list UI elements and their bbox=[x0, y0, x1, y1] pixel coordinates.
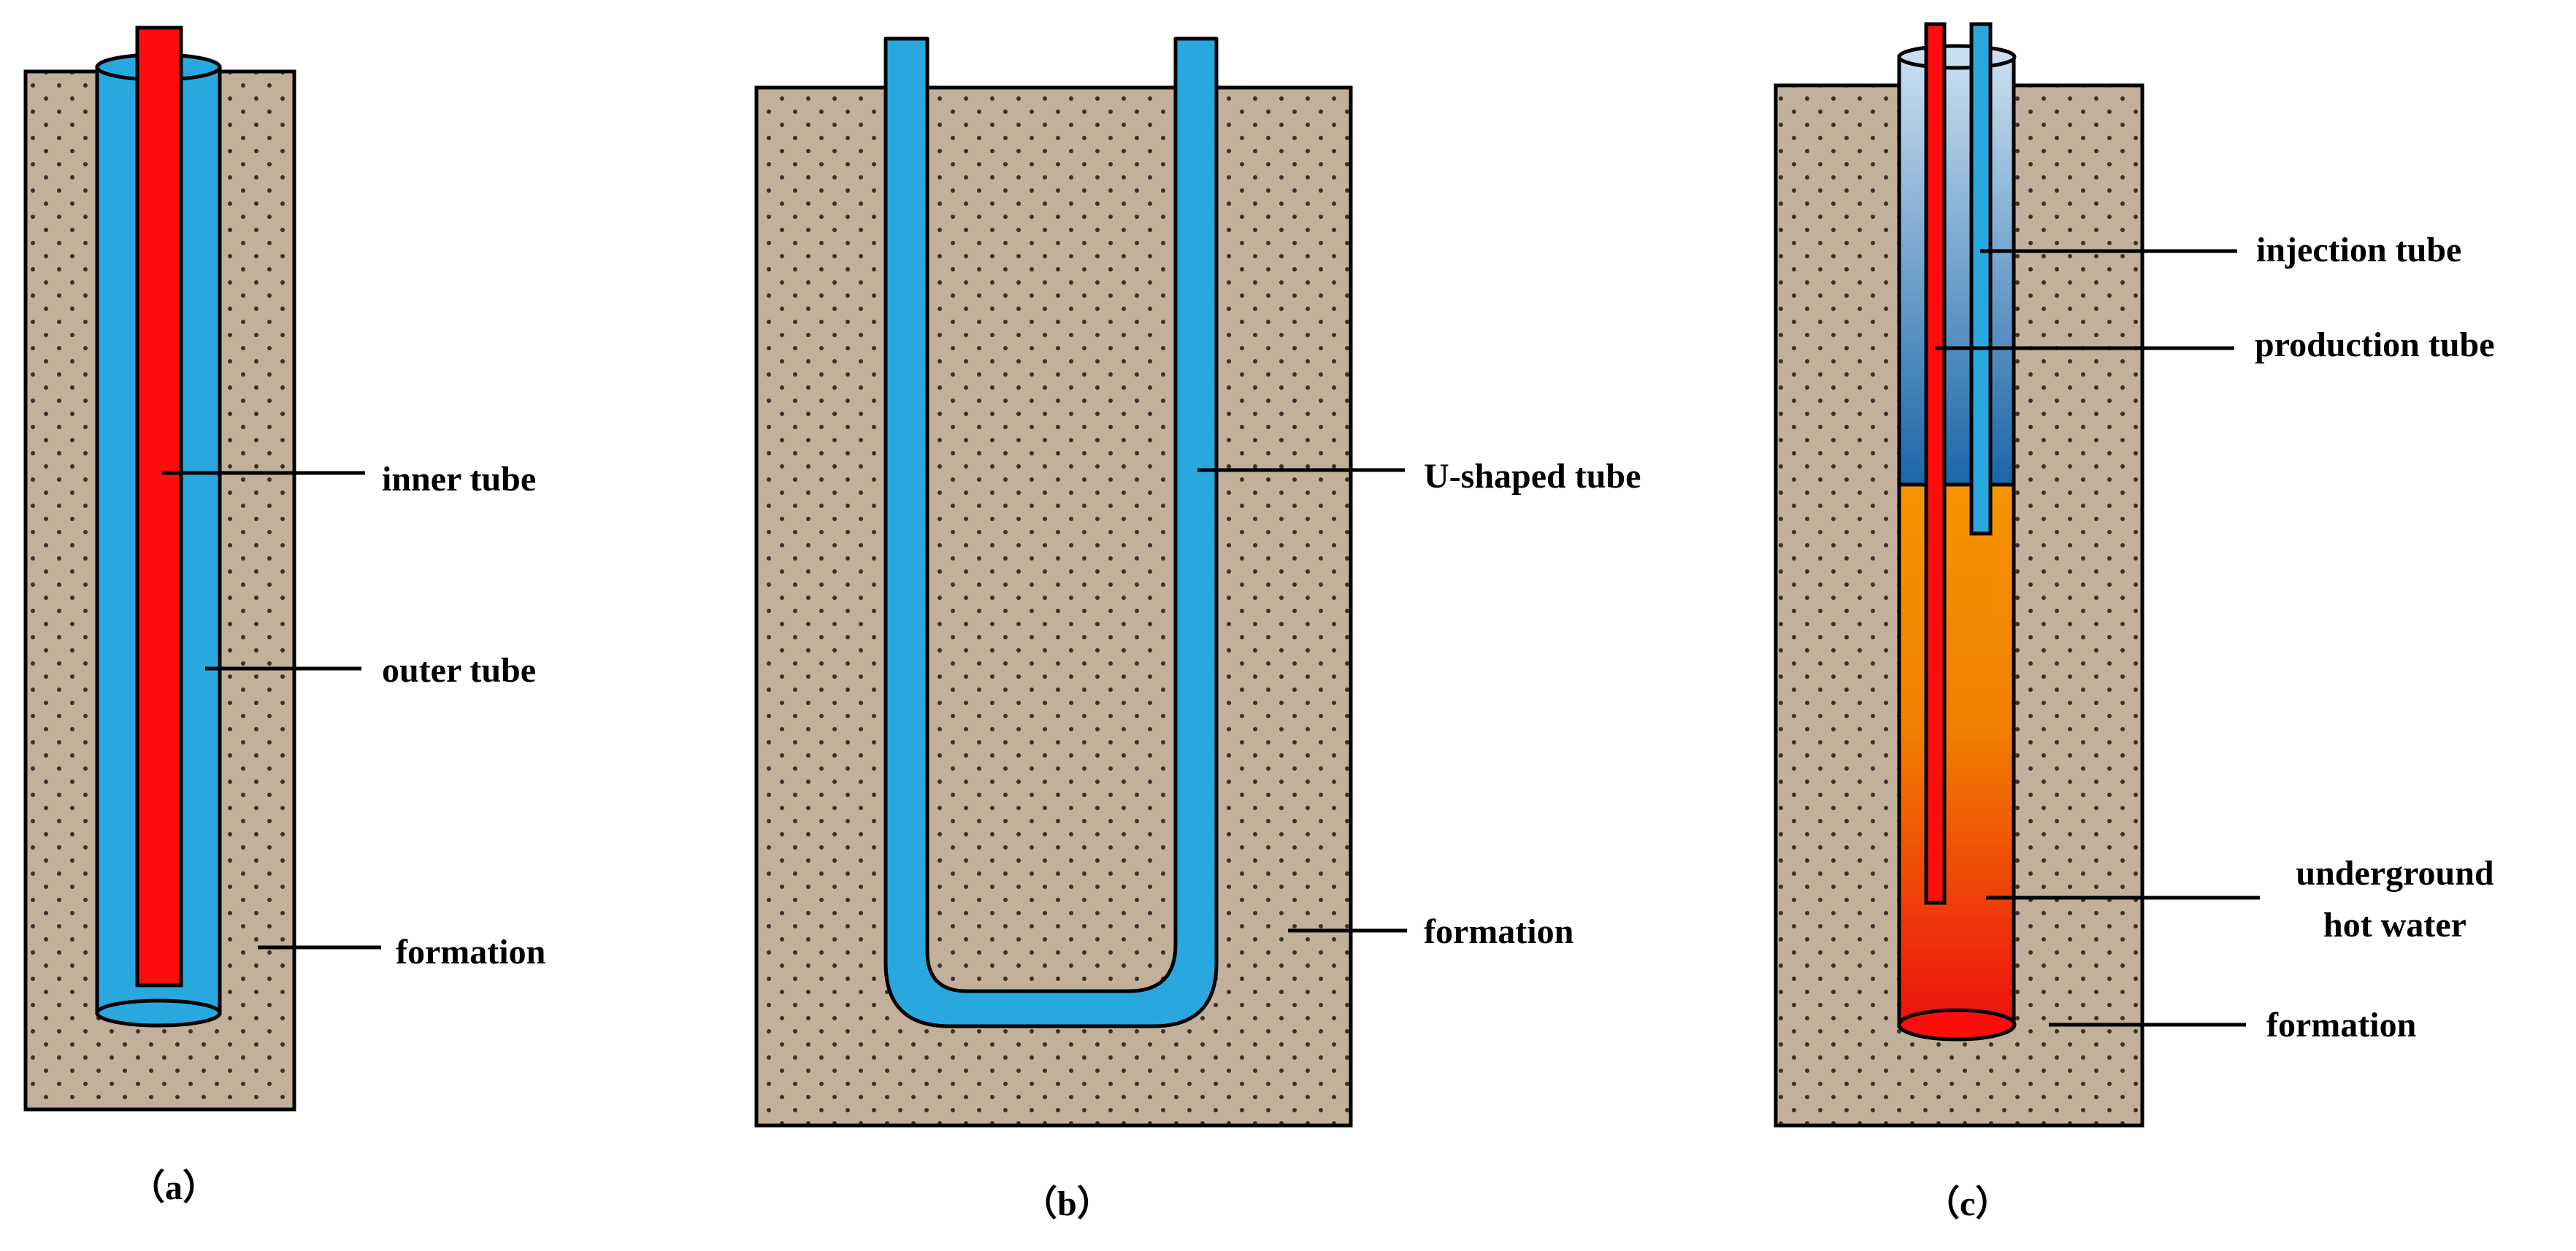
label-outer-tube: outer tube bbox=[382, 651, 536, 690]
label-hot-water-line2: hot water bbox=[2323, 906, 2466, 944]
caption-b: （b） bbox=[1022, 1185, 1112, 1223]
outer-tube-bottom-cap bbox=[95, 998, 222, 1028]
hot-water-zone bbox=[1897, 482, 2016, 1028]
inner-tube-body bbox=[135, 26, 183, 988]
production-tube-body bbox=[1924, 22, 1947, 905]
injection-casing-top-cap bbox=[1897, 44, 2017, 70]
panel-b-u-tube: U-shaped tube formation （b） bbox=[754, 36, 1641, 1223]
label-formation-c: formation bbox=[2266, 1006, 2416, 1044]
label-formation-a: formation bbox=[396, 933, 545, 971]
label-inner-tube: inner tube bbox=[382, 460, 536, 499]
formation-block-b bbox=[754, 85, 1353, 1128]
hot-water-bottom-cap bbox=[1897, 1008, 2017, 1042]
label-u-shaped-tube: U-shaped tube bbox=[1424, 457, 1641, 496]
panel-a-coaxial: inner tube outer tube formation （a） bbox=[23, 26, 545, 1207]
caption-a: （a） bbox=[130, 1169, 218, 1207]
label-production-tube: production tube bbox=[2255, 326, 2495, 364]
injection-tube-body bbox=[1969, 22, 1993, 536]
label-hot-water-line1: underground bbox=[2296, 854, 2494, 893]
label-formation-b: formation bbox=[1424, 912, 1573, 951]
label-injection-tube: injection tube bbox=[2256, 231, 2461, 269]
panel-c-single-well: injection tube production tube undergrou… bbox=[1774, 22, 2495, 1223]
injection-casing bbox=[1897, 55, 2016, 487]
u-shaped-tube-body bbox=[883, 36, 1219, 1028]
caption-c: （c） bbox=[1925, 1185, 2010, 1223]
